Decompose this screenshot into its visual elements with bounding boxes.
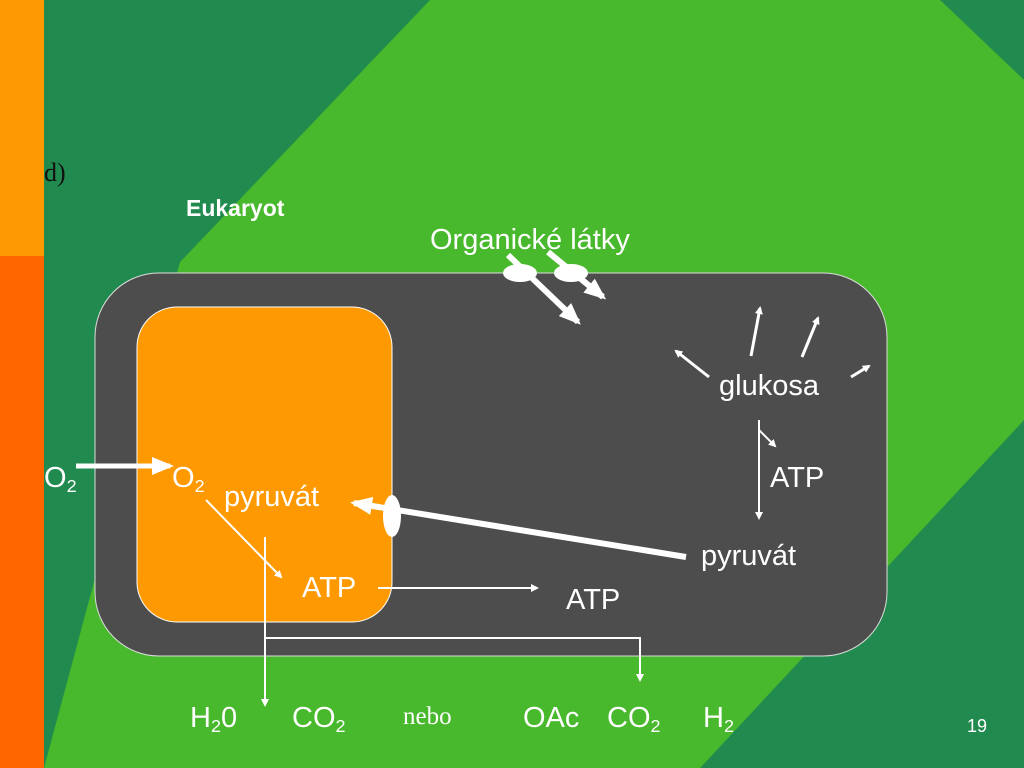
sidebar-orange-bottom [0,256,44,768]
slide-letter: d) [44,158,66,187]
inside-oxygen-label: O2 [172,462,205,497]
oxidation-arrow [205,499,283,579]
slide-title: Eukaryot [186,195,285,221]
organic-substances-label: Organické látky [430,224,630,256]
acetate-product-label: OAc [523,702,580,734]
mitochondrial-transporter [383,495,401,537]
glucose-arrow-right [850,364,871,379]
dark-green-top-wedge [44,0,430,262]
glucose-arrow-left [674,349,710,379]
co2-product-right-label: CO2 [607,702,661,737]
co2-product-left-label: CO2 [292,702,346,737]
glucose-arrow-up-2 [800,316,820,358]
cytosol-atp-label: ATP [566,584,621,616]
outside-oxygen-label: O2 [44,462,77,497]
or-label: nebo [403,703,452,730]
glycolysis-atp-label: ATP [770,462,825,494]
mitochondrial-pyruvate-label: pyruvát [224,481,320,513]
water-product-label: H20 [190,702,238,737]
glucose-label: glukosa [719,370,819,402]
sidebar-orange-top [0,0,44,256]
page-number: 19 [967,716,988,736]
membrane-transporter-2 [554,264,588,282]
mitochondrial-atp-label: ATP [302,572,357,604]
pyruvate-transport-arrow [350,497,687,560]
hydrogen-product-label: H2 [703,702,734,737]
membrane-transporter-1 [503,264,537,282]
glucose-arrow-up-1 [749,306,763,357]
co2-branch-line [265,637,644,682]
glycolysis-atp-branch [758,429,777,448]
cytosol-pyruvate-label: pyruvát [701,540,797,572]
